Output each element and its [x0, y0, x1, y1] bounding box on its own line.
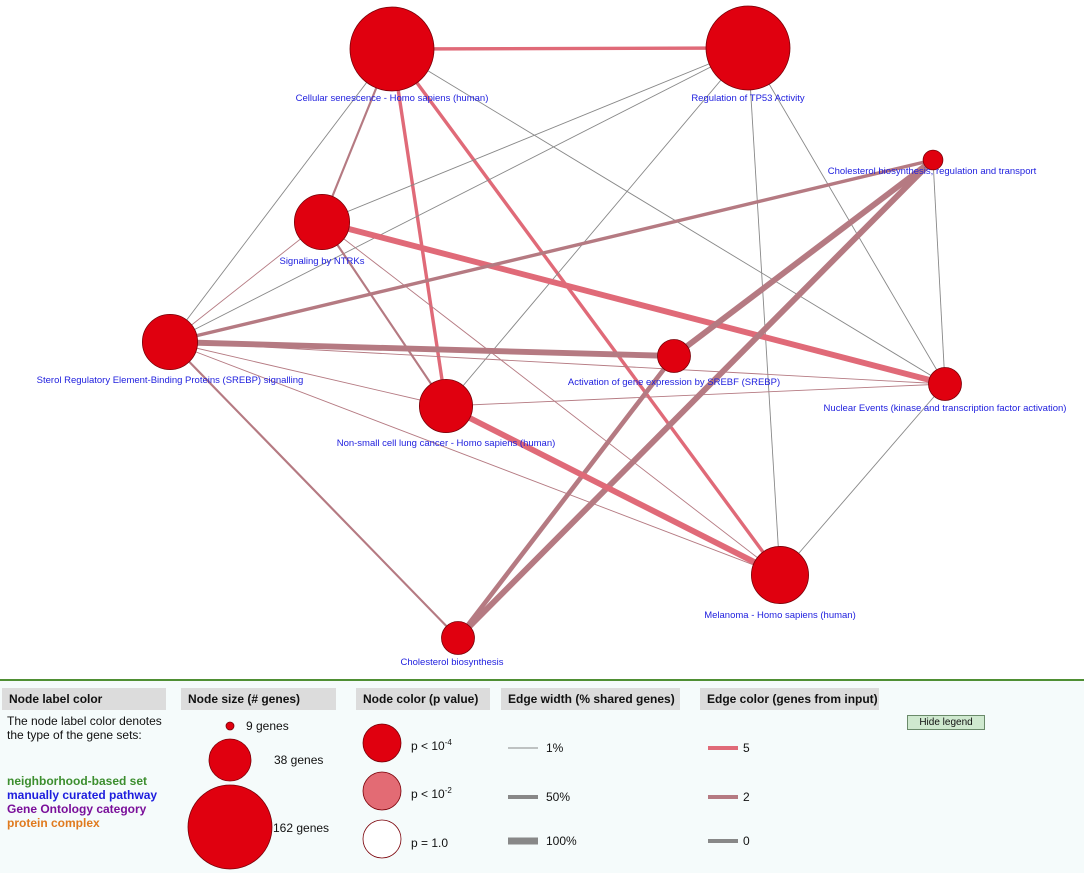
edge-nsclc-nuclear-events[interactable] [445, 383, 946, 407]
edge-srebp-nsclc[interactable] [169, 341, 447, 407]
legend-header-label-color: Node label color [2, 688, 166, 710]
edge-srebp-cholesterol-biosynthesis[interactable] [169, 341, 459, 639]
node-ntrks[interactable] [293, 193, 351, 251]
edge-cellular-senescence-nuclear-events[interactable] [391, 48, 946, 385]
node-label-nuclear-events[interactable]: Nuclear Events (kinase and transcription… [824, 403, 1067, 414]
legend-node-color-strong [362, 723, 402, 763]
legend-node-color-swatches [362, 723, 402, 859]
legend-type-curated-pathway: manually curated pathway [7, 788, 158, 802]
edge-nsclc-melanoma[interactable] [444, 403, 782, 578]
edge-ntrks-melanoma[interactable] [321, 221, 781, 576]
legend-edge-width-label-50: 50% [546, 790, 571, 804]
edge-ntrks-nsclc[interactable] [321, 221, 447, 407]
node-nsclc[interactable] [418, 378, 474, 434]
legend-edge-color-label-2: 2 [743, 790, 750, 804]
node-tp53[interactable] [705, 5, 791, 91]
legend-header-node-size: Node size (# genes) [181, 688, 336, 710]
node-srebp[interactable] [141, 313, 199, 371]
legend-edge-width-swatches [508, 747, 538, 845]
edge-cellular-senescence-melanoma[interactable] [390, 47, 782, 577]
node-label-srebp[interactable]: Sterol Regulatory Element-Binding Protei… [37, 375, 304, 386]
legend-edge-color-swatches [708, 746, 738, 843]
edge-tp53-srebp[interactable] [169, 47, 749, 343]
legend-type-neighborhood: neighborhood-based set [7, 774, 148, 788]
legend-header-node-color: Node color (p value) [356, 688, 490, 710]
legend-header-edge-width: Edge width (% shared genes) [501, 688, 680, 710]
node-cholesterol-biosynthesis[interactable] [441, 621, 475, 655]
legend-node-color-base-strong: p < 10 [411, 739, 445, 753]
edge-nuclear-events-melanoma[interactable] [779, 383, 946, 576]
legend-node-color-exp-medium: -2 [444, 786, 452, 795]
edge-tp53-nuclear-events[interactable] [747, 47, 946, 385]
legend-node-size-label-38: 38 genes [274, 753, 324, 767]
edge-srebp-srebf[interactable] [169, 339, 675, 359]
edge-srebp-nuclear-events[interactable] [169, 341, 946, 385]
node-label-nsclc[interactable]: Non-small cell lung cancer - Homo sapien… [337, 438, 556, 449]
edge-srebp-melanoma[interactable] [169, 341, 781, 576]
hide-legend-button[interactable]: Hide legend [907, 715, 985, 730]
legend-edge-width-label-1: 1% [546, 741, 564, 755]
legend-node-size-swatches [187, 721, 273, 870]
legend-node-color-exp-strong: -4 [444, 738, 452, 747]
legend-node-color-base-medium: p < 10 [411, 787, 445, 801]
edge-cholesterol-regulation-cholesterol-biosynthesis[interactable] [455, 157, 936, 641]
legend-node-color-none [362, 819, 402, 859]
legend-node-size-medium [208, 738, 252, 782]
node-label-ntrks[interactable]: Signaling by NTRKs [279, 256, 364, 267]
legend-node-color-label-none: p = 1.0 [411, 836, 449, 850]
legend-node-size-label-9: 9 genes [246, 719, 289, 733]
node-melanoma[interactable] [751, 546, 809, 604]
network-graph[interactable]: Cellular senescence - Homo sapiens (huma… [0, 0, 1084, 675]
edge-cellular-senescence-tp53[interactable] [391, 46, 749, 51]
edge-tp53-ntrks[interactable] [321, 47, 749, 223]
node-srebf[interactable] [657, 339, 691, 373]
legend-node-size-label-162: 162 genes [273, 821, 330, 835]
edge-srebp-cholesterol-regulation[interactable] [169, 158, 934, 344]
legend-divider [0, 679, 1084, 681]
labels-layer: Cellular senescence - Homo sapiens (huma… [37, 93, 1067, 668]
legend-node-size-small [225, 721, 235, 731]
node-label-cholesterol-regulation[interactable]: Cholesterol biosynthesis, regulation and… [828, 166, 1037, 177]
edge-srebf-cholesterol-biosynthesis[interactable] [456, 354, 676, 640]
nodes-layer [141, 5, 962, 655]
legend-node-color-medium [362, 771, 402, 811]
legend-panel: Node label color The node label color de… [0, 681, 1084, 873]
legend-node-color-label-strong: p < 10-4 [411, 738, 452, 753]
legend-node-color-label-medium: p < 10-2 [411, 786, 452, 801]
node-label-tp53[interactable]: Regulation of TP53 Activity [691, 93, 805, 104]
legend-edge-width-label-100: 100% [546, 834, 577, 848]
node-cellular-senescence[interactable] [349, 6, 435, 92]
legend-node-size-large [187, 784, 273, 870]
node-cholesterol-regulation[interactable] [922, 149, 944, 171]
edge-tp53-melanoma[interactable] [747, 47, 781, 576]
edge-cholesterol-regulation-nuclear-events[interactable] [932, 159, 946, 385]
legend-header-edge-color: Edge color (genes from input) [700, 688, 879, 710]
node-label-srebf[interactable]: Activation of gene expression by SREBF (… [568, 377, 780, 388]
node-label-cholesterol-biosynthesis[interactable]: Cholesterol biosynthesis [401, 657, 504, 668]
edge-cellular-senescence-srebp[interactable] [169, 48, 393, 343]
node-label-melanoma[interactable]: Melanoma - Homo sapiens (human) [704, 610, 856, 621]
edge-cholesterol-regulation-srebf[interactable] [672, 157, 935, 359]
legend-edge-color-label-5: 5 [743, 741, 750, 755]
edge-ntrks-srebp[interactable] [169, 221, 323, 343]
legend-label-color-description: The node label color denotes the type of… [7, 714, 162, 742]
edge-tp53-nsclc[interactable] [445, 47, 749, 407]
edges-layer [169, 46, 946, 641]
legend-type-gene-ontology: Gene Ontology category [7, 802, 147, 816]
legend-edge-color-label-0: 0 [743, 834, 750, 848]
node-nuclear-events[interactable] [928, 367, 962, 401]
node-label-cellular-senescence[interactable]: Cellular senescence - Homo sapiens (huma… [296, 93, 489, 104]
legend-type-protein-complex: protein complex [7, 816, 100, 830]
edge-ntrks-nuclear-events[interactable] [321, 219, 946, 387]
